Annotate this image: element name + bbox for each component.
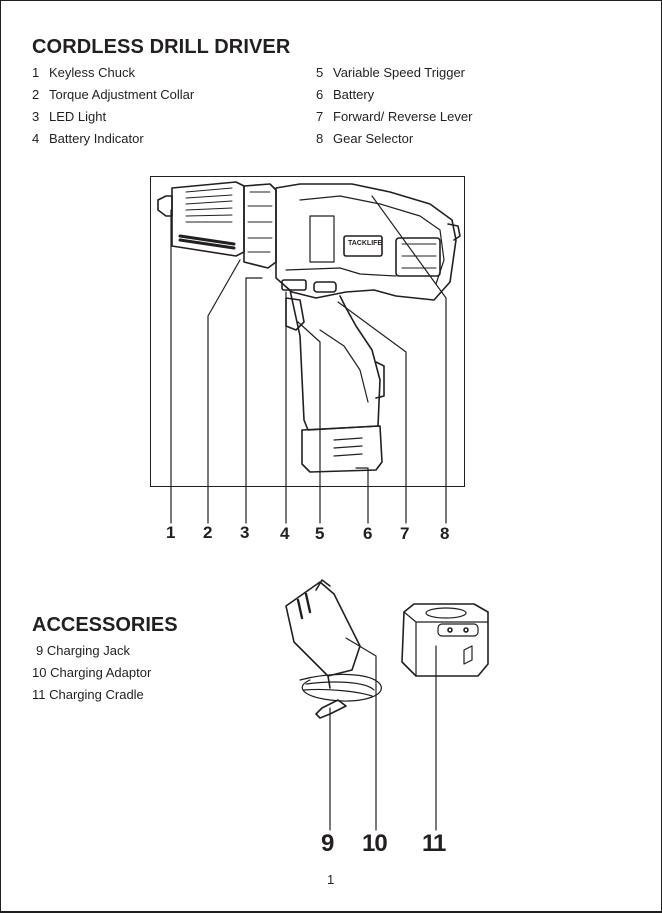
accessory-number: 9 xyxy=(36,643,43,658)
drill-callout-3: 3 xyxy=(240,523,249,543)
accessory-item-11: 11 Charging Cradle xyxy=(32,687,144,702)
accessory-callout-9: 9 xyxy=(321,830,333,858)
charging-cradle-drawing xyxy=(402,604,488,676)
trigger-drawing xyxy=(282,280,336,330)
drill-callout-5: 5 xyxy=(315,524,324,544)
accessory-leader-lines xyxy=(330,638,436,830)
drill-callout-4: 4 xyxy=(280,524,289,544)
drill-callout-7: 7 xyxy=(400,524,409,544)
drill-callout-8: 8 xyxy=(440,524,449,544)
page-number: 1 xyxy=(327,872,334,887)
accessory-label: Charging Adaptor xyxy=(50,665,151,680)
drill-handle-drawing xyxy=(290,290,384,430)
accessory-item-9: 9 Charging Jack xyxy=(36,643,130,658)
torque-collar-drawing xyxy=(244,184,276,268)
charging-adaptor-drawing xyxy=(286,580,381,718)
accessory-number: 10 xyxy=(32,665,46,680)
drill-logo: TACKLIFE xyxy=(348,240,382,247)
accessory-number: 11 xyxy=(32,687,46,702)
battery-drawing xyxy=(302,426,382,472)
accessory-callout-11: 11 xyxy=(422,830,445,858)
accessory-label: Charging Jack xyxy=(47,643,130,658)
drill-callout-2: 2 xyxy=(203,523,212,543)
accessories-title: ACCESSORIES xyxy=(32,614,178,637)
accessory-label: Charging Cradle xyxy=(49,687,144,702)
drill-callout-1: 1 xyxy=(166,523,175,543)
accessory-item-10: 10 Charging Adaptor xyxy=(32,665,151,680)
accessory-callout-10: 10 xyxy=(362,830,387,858)
drill-callout-6: 6 xyxy=(363,524,372,544)
